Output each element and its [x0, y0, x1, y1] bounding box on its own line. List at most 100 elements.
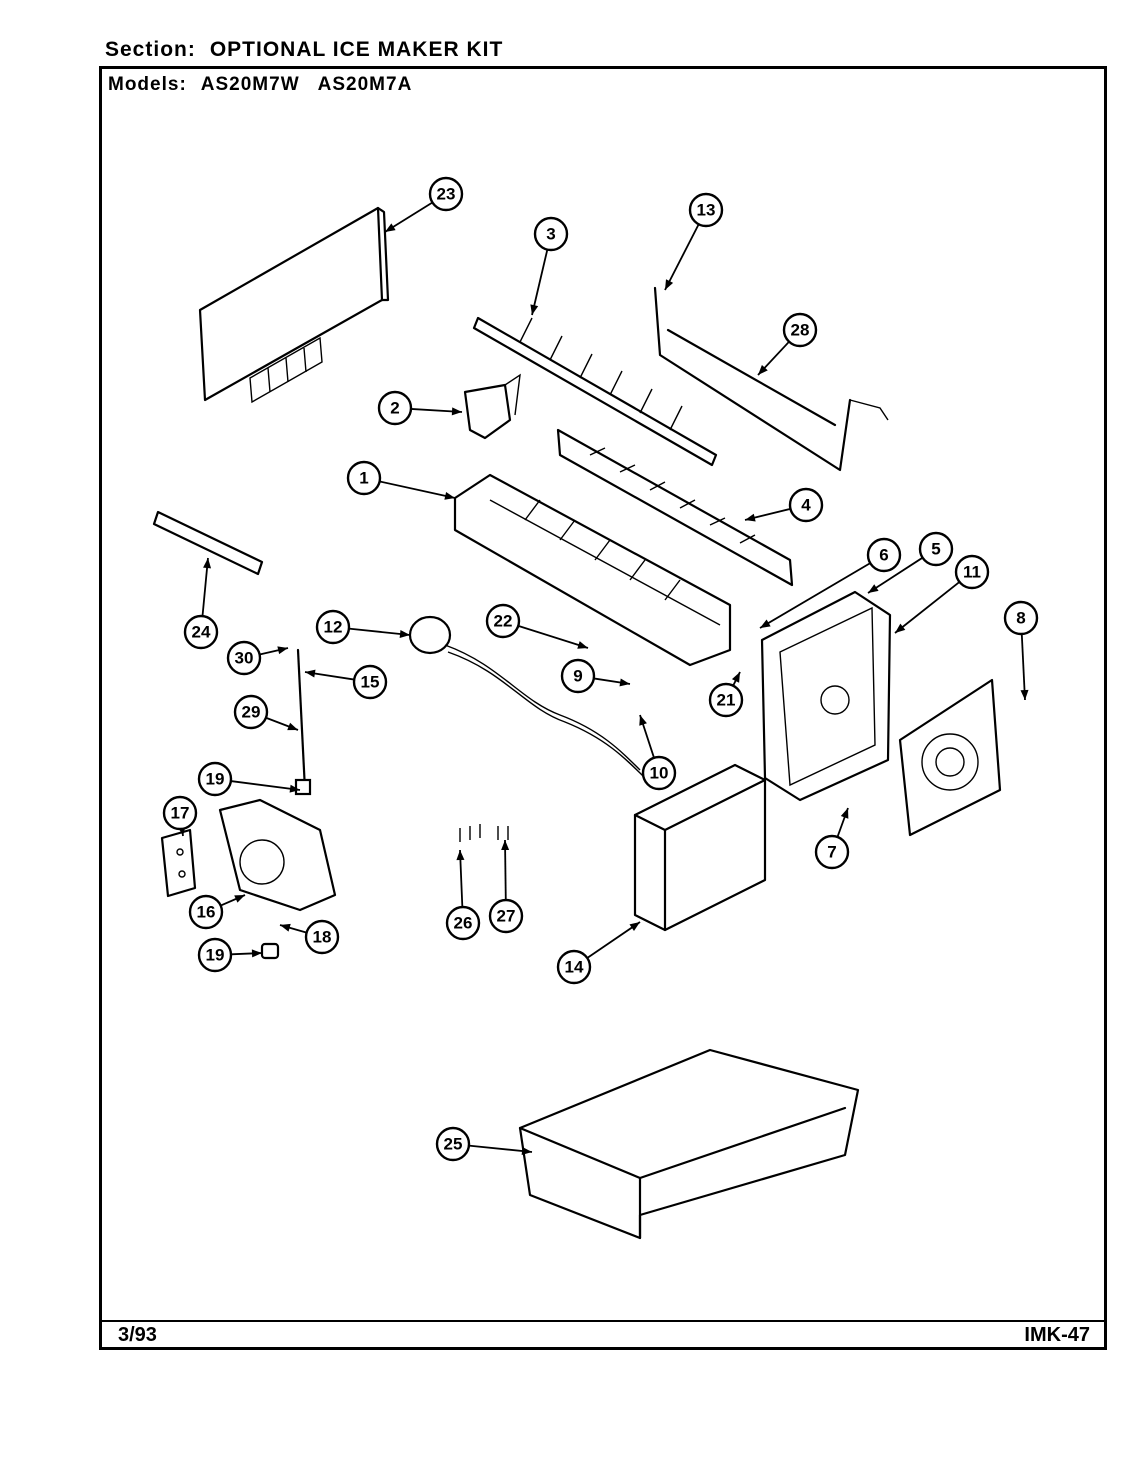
leader-arrowhead — [760, 619, 771, 628]
callout-26: 26 — [445, 849, 481, 941]
callout-circle — [708, 682, 744, 718]
part-19-nut — [260, 942, 280, 960]
callout-17: 17 — [162, 795, 198, 837]
leader-arrowhead — [305, 669, 316, 678]
part-5-housing — [760, 590, 892, 802]
leader-line — [230, 780, 301, 791]
leader-arrowhead — [451, 407, 462, 416]
models-header: Models: AS20M7W AS20M7A — [108, 74, 430, 96]
part-11-cover-plate — [898, 678, 1002, 837]
callout-11: 11 — [894, 554, 990, 634]
leader-arrowhead — [456, 850, 465, 861]
callout-number: 24 — [192, 623, 211, 642]
callout-circle — [814, 834, 850, 870]
footer-code: IMK-47 — [1024, 1324, 1090, 1346]
callout-circle — [918, 531, 954, 567]
leader-line — [894, 581, 961, 634]
callout-22: 22 — [485, 603, 589, 649]
leader-arrowhead — [444, 491, 455, 500]
callout-number: 25 — [444, 1135, 463, 1154]
callout-number: 9 — [573, 667, 582, 686]
callout-number: 29 — [242, 703, 261, 722]
callout-29: 29 — [233, 694, 299, 731]
callout-27: 27 — [488, 839, 524, 934]
part-24-fill-tube — [152, 510, 264, 576]
callout-number: 4 — [801, 496, 811, 515]
callout-4: 4 — [744, 487, 824, 523]
leader-arrowhead — [1020, 689, 1029, 700]
diagram-frame — [99, 66, 1107, 1350]
part-4-stripper — [556, 428, 794, 587]
part-1-mold — [453, 473, 732, 667]
footer-rule — [99, 1320, 1107, 1322]
callout-circle — [485, 603, 521, 639]
callout-circle — [954, 554, 990, 590]
callout-circle — [788, 487, 824, 523]
model-number: AS20M7W — [200, 74, 300, 95]
part-26-27-screws — [459, 824, 509, 842]
callout-number: 8 — [1016, 609, 1025, 628]
leader-arrowhead — [287, 722, 298, 731]
leader-line — [517, 624, 589, 649]
leader-line — [586, 921, 641, 959]
leader-line — [468, 1144, 533, 1153]
leader-arrowhead — [399, 629, 410, 638]
callout-number: 27 — [497, 907, 516, 926]
section-title: OPTIONAL ICE MAKER KIT — [209, 38, 504, 61]
leader-arrowhead — [251, 949, 262, 958]
leader-line — [379, 480, 456, 499]
callout-circle — [445, 905, 481, 941]
callout-number: 17 — [171, 804, 190, 823]
callout-number: 28 — [791, 321, 810, 340]
callout-number: 19 — [206, 946, 225, 965]
leader-line — [867, 556, 924, 594]
callout-circle — [315, 609, 351, 645]
callout-layer: 1234567891011121314151617181919212223242… — [162, 176, 1039, 1162]
callout-16: 16 — [188, 894, 246, 930]
leader-line — [531, 249, 549, 316]
callout-6: 6 — [759, 537, 902, 629]
callout-number: 12 — [324, 618, 343, 637]
leader-arrowhead — [868, 584, 879, 593]
callout-number: 16 — [197, 903, 216, 922]
callout-circle — [556, 949, 592, 985]
part-3-ejector — [472, 316, 718, 467]
callout-circle — [488, 898, 524, 934]
callout-1: 1 — [346, 460, 456, 500]
callout-9: 9 — [560, 658, 631, 694]
callout-number: 1 — [359, 469, 368, 488]
callout-number: 7 — [827, 843, 836, 862]
leader-arrowhead — [639, 715, 647, 726]
models-label: Models: — [108, 74, 187, 95]
callout-circle — [197, 937, 233, 973]
callout-circle — [197, 761, 233, 797]
part-23-cover-panel — [198, 206, 390, 404]
model-number: AS20M7A — [317, 74, 413, 95]
callout-7: 7 — [814, 807, 850, 870]
callout-circle — [352, 664, 388, 700]
callout-number: 22 — [494, 612, 513, 631]
leader-arrowhead — [385, 223, 396, 232]
callout-number: 18 — [313, 928, 332, 947]
part-14-cover-box — [633, 763, 767, 932]
leader-line — [504, 839, 507, 901]
leader-arrowhead — [731, 672, 740, 683]
part-17-valve-bracket — [160, 828, 197, 898]
callout-circle — [304, 919, 340, 955]
callout-number: 5 — [931, 540, 940, 559]
callout-circle — [1003, 600, 1039, 636]
callout-number: 21 — [717, 691, 736, 710]
callout-number: 13 — [697, 201, 716, 220]
callout-circle — [641, 755, 677, 791]
callout-circle — [688, 192, 724, 228]
leader-line — [664, 223, 700, 291]
callout-number: 30 — [235, 649, 254, 668]
part-2-bracket — [463, 373, 521, 440]
callout-circle — [533, 216, 569, 252]
callout-number: 23 — [437, 185, 456, 204]
callout-circle — [233, 694, 269, 730]
part-25-ice-bin — [518, 1048, 860, 1240]
callout-30: 30 — [226, 640, 289, 676]
leader-arrowhead — [280, 923, 291, 932]
